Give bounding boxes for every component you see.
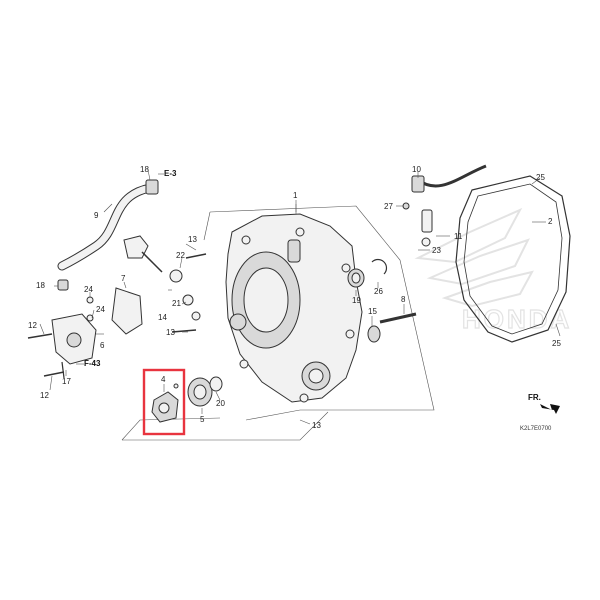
callout-11: 11 [454,232,463,241]
callout-2: 2 [548,217,553,226]
highlighted-part-4[interactable] [142,368,186,436]
callout-7: 7 [121,274,126,283]
callout-12b: 12 [40,391,49,400]
front-direction-indicator: FR. [528,393,560,414]
callout-8: 8 [401,295,406,304]
reference-e3: E-3 [164,169,177,178]
callout-20: 20 [216,399,225,408]
callout-9: 9 [94,211,99,220]
callout-19: 19 [352,296,361,305]
cross-references: E-3 F-43 [76,169,177,368]
callout-18a: 18 [140,165,149,174]
callout-25b: 25 [552,339,561,348]
callout-15: 15 [368,307,377,316]
left-parts [27,235,207,379]
callout-1: 1 [293,191,298,200]
leader-lines [39,169,561,425]
callout-25a: 25 [536,173,545,182]
callout-10: 10 [412,165,421,174]
crankcase-cover [225,213,363,403]
callout-5: 5 [200,415,205,424]
callout-14: 14 [158,313,167,322]
highlight-box [142,368,186,436]
assembly-frame [121,204,435,441]
callout-26: 26 [374,287,383,296]
callout-13c: 13 [312,421,321,430]
callout-24b: 24 [96,305,105,314]
cover-gasket [455,175,571,343]
callout-18b: 18 [36,281,45,290]
callout-17: 17 [62,377,71,386]
callout-22: 22 [176,251,185,260]
shaft-parts [347,258,417,343]
callout-21: 21 [172,299,181,308]
drawing-code: K2L7E0700 [520,426,552,432]
callout-6: 6 [100,341,105,350]
callout-13b: 13 [166,328,175,337]
callout-labels: 1 2 4 5 6 7 8 9 10 11 12 12 13 13 13 14 … [28,165,561,430]
direction-label: FR. [528,393,541,402]
callout-27: 27 [384,202,393,211]
callout-23: 23 [432,246,441,255]
sensor-parts [402,164,487,247]
callout-13a: 13 [188,235,197,244]
honda-watermark: HONDA [414,207,570,335]
callout-4: 4 [161,375,166,384]
breather-tube [57,179,159,291]
callout-12a: 12 [28,321,37,330]
callout-24a: 24 [84,285,93,294]
direction-arrow-icon [540,404,560,414]
cap-parts [187,376,223,407]
reference-f43: F-43 [84,359,101,368]
